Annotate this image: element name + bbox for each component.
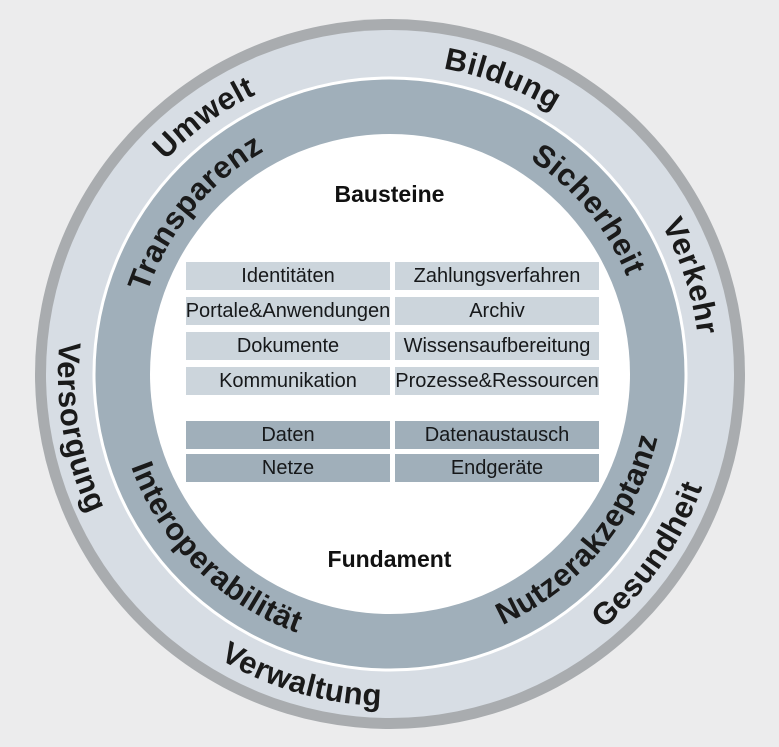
baustein-box-prozesse-ressourcen: Prozesse&Ressourcen — [395, 367, 599, 395]
baustein-box-archiv: Archiv — [395, 297, 599, 325]
fundament-box-datenaustausch: Datenaustausch — [395, 421, 599, 449]
bausteine-heading: Bausteine — [334, 181, 445, 207]
center-circle — [150, 134, 630, 614]
baustein-box-identitaeten: Identitäten — [186, 262, 390, 290]
fundament-box-endgeraete: Endgeräte — [395, 454, 599, 482]
baustein-box-kommunikation: Kommunikation — [186, 367, 390, 395]
baustein-box-dokumente: Dokumente — [186, 332, 390, 360]
baustein-box-zahlungsverfahren: Zahlungsverfahren — [395, 262, 599, 290]
fundament-box-daten: Daten — [186, 421, 390, 449]
fundament-heading: Fundament — [327, 546, 452, 572]
fundament-box-netze: Netze — [186, 454, 390, 482]
fundament-box-grid: Daten Datenaustausch Netze Endgeräte — [186, 421, 599, 482]
bausteine-box-grid: Identitäten Zahlungsverfahren Portale&An… — [186, 262, 599, 395]
baustein-box-portale-anwendungen: Portale&Anwendungen — [186, 297, 390, 325]
baustein-box-wissensaufbereitung: Wissensaufbereitung — [395, 332, 599, 360]
